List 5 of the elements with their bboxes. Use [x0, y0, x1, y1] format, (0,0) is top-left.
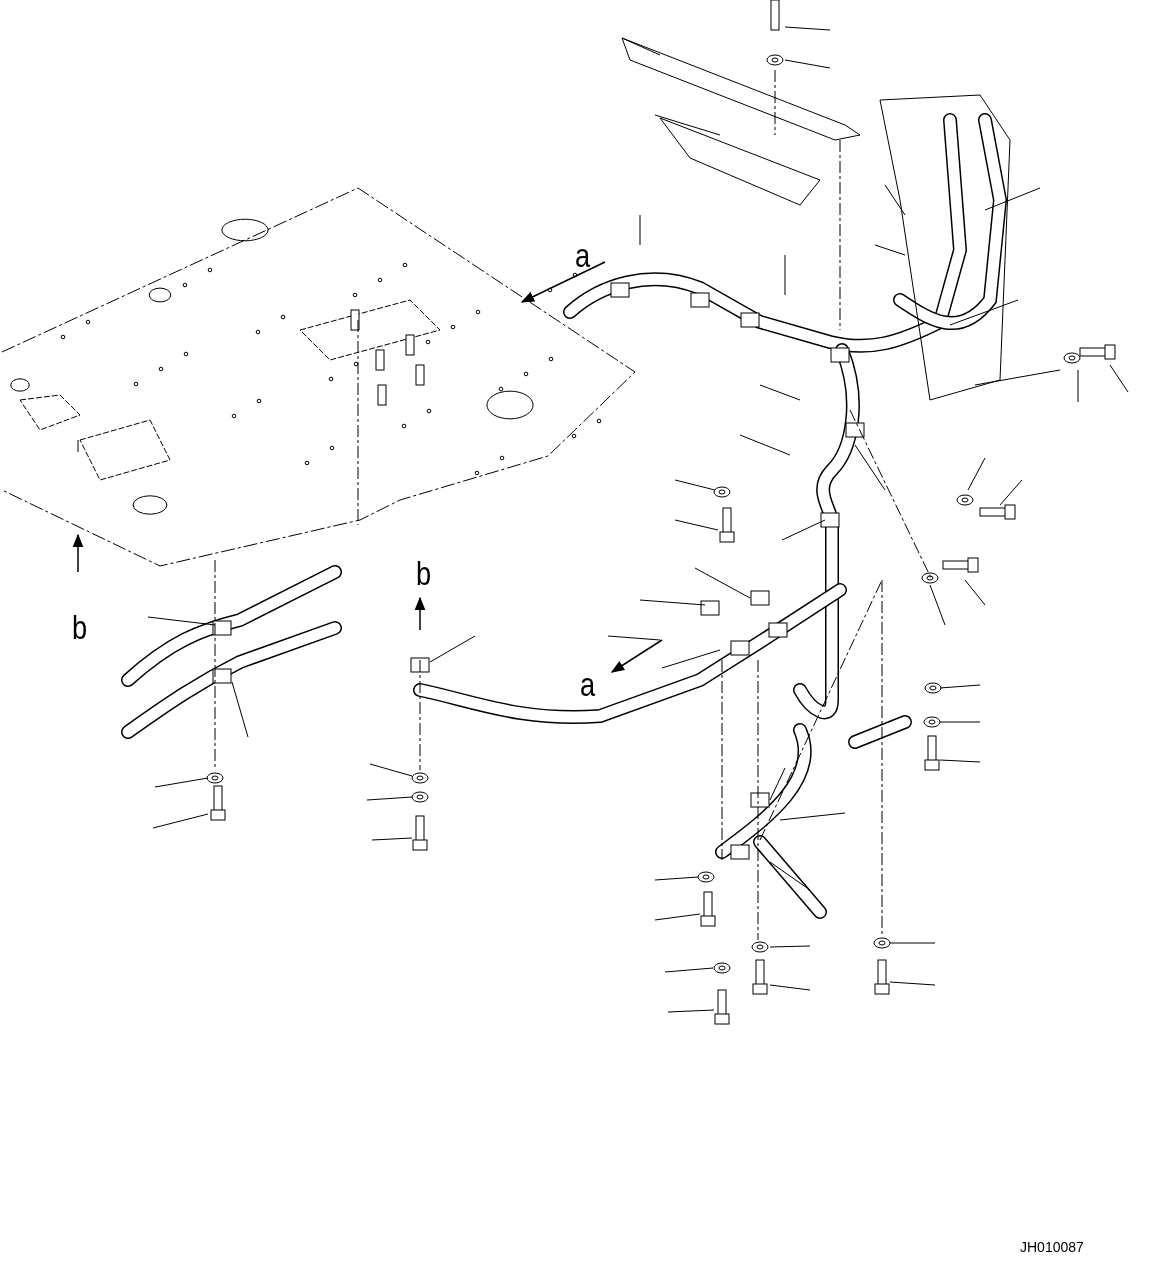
view-letter: a	[579, 667, 596, 701]
view-letter: a	[574, 238, 591, 272]
drawing-number: JH010087	[1020, 1240, 1084, 1254]
view-letter: b	[71, 610, 88, 644]
view-letter: b	[415, 556, 432, 590]
